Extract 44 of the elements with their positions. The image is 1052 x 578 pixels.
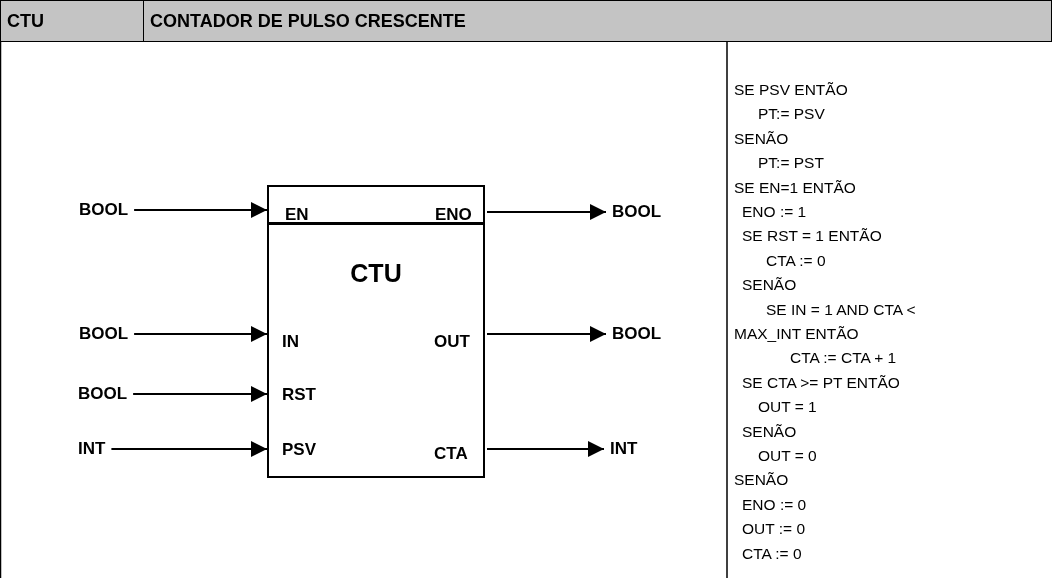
pin-label: CTA <box>434 444 468 464</box>
pin-label: EN <box>285 205 309 225</box>
arrow <box>133 202 268 218</box>
code-line: ENO := 0 <box>741 494 807 515</box>
type-label: INT <box>610 439 638 459</box>
type-label: BOOL <box>79 200 129 220</box>
code-line: OUT = 0 <box>757 446 817 466</box>
arrow <box>133 326 268 342</box>
arrow <box>486 326 607 342</box>
code-line: OUT := 0 <box>741 519 806 540</box>
pin-label: IN <box>282 332 299 352</box>
type-label: BOOL <box>78 384 128 404</box>
type-label: BOOL <box>79 324 129 344</box>
table-header: CONTADOR DE PULSO CRESCENTE <box>143 0 1052 42</box>
code-line: SE RST = 1 ENTÃO <box>741 226 882 247</box>
function-block <box>267 185 485 478</box>
code-line: SENÃO <box>734 128 789 149</box>
arrow <box>486 204 607 220</box>
code-line: CTA := 0 <box>741 543 802 564</box>
code-line: CTA := CTA + 1 <box>789 348 897 369</box>
code-line: SE IN = 1 AND CTA < MAX_INT ENTÃO <box>734 299 917 344</box>
code-line: SE CTA >= PT ENTÃO <box>741 372 900 393</box>
code-line: CTA := 0 <box>765 250 826 271</box>
type-label: BOOL <box>612 324 662 344</box>
code-line: SENÃO <box>734 470 789 491</box>
arrow <box>486 441 605 457</box>
code-line: PT:= PST <box>757 153 824 174</box>
arrow <box>132 386 268 402</box>
code-line: ENO := 1 <box>741 202 807 222</box>
code-line: PT:= PSV <box>757 104 825 125</box>
block-title: CTU <box>350 259 402 288</box>
code-line: SE EN=1 ENTÃO <box>734 177 856 198</box>
arrow <box>110 441 268 457</box>
pin-label: RST <box>282 385 316 405</box>
pin-label: PSV <box>282 440 317 460</box>
type-label: INT <box>78 439 106 459</box>
type-label: BOOL <box>612 202 662 222</box>
table-header: CTU <box>0 0 144 42</box>
code-line: OUT = 1 <box>757 397 817 418</box>
code-line: SE PSV ENTÃO <box>734 80 848 100</box>
pin-label: ENO <box>435 205 472 225</box>
code-line: SENÃO <box>741 275 797 296</box>
code-line: SENÃO <box>741 421 797 442</box>
pin-label: OUT <box>434 332 470 352</box>
